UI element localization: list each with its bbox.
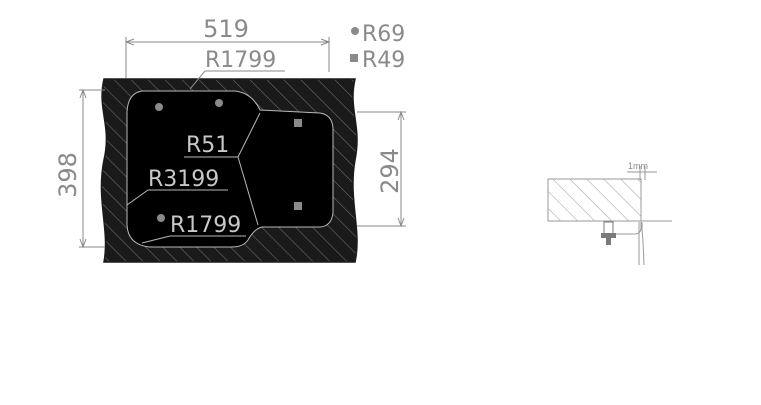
width-label: 519 (203, 15, 249, 43)
square-hole-marker (294, 119, 302, 127)
round-hole-marker (155, 103, 163, 111)
legend-round-hole-icon (351, 27, 359, 35)
round-hole-marker (215, 99, 223, 107)
radius-left-leader (126, 189, 228, 206)
radius-bottom-label: R1799 (170, 213, 241, 238)
height-dimension (79, 88, 105, 249)
section-detail (547, 166, 672, 266)
square-hole-marker (294, 202, 302, 210)
legend-square-hole-icon (350, 54, 358, 62)
height-label: 398 (54, 152, 82, 198)
clamp-icon (601, 221, 616, 245)
radius-top-label: R1799 (205, 48, 276, 73)
radius-bottom-leader (141, 235, 246, 244)
radius-top-leader (189, 70, 285, 90)
round-hole-marker (157, 214, 165, 222)
radius-inner-leader (184, 112, 261, 226)
inner-height-dimension (357, 110, 406, 228)
inner-height-label: 294 (376, 148, 404, 194)
legend-square-hole-label: R49 (362, 48, 405, 73)
radius-left-label: R3199 (148, 167, 219, 192)
radius-inner-label: R51 (186, 133, 229, 158)
legend-round-hole-label: R69 (362, 22, 405, 47)
gap-label: 1mm (628, 161, 648, 171)
sink-bowl-outline (126, 90, 334, 248)
width-dimension (124, 37, 331, 78)
